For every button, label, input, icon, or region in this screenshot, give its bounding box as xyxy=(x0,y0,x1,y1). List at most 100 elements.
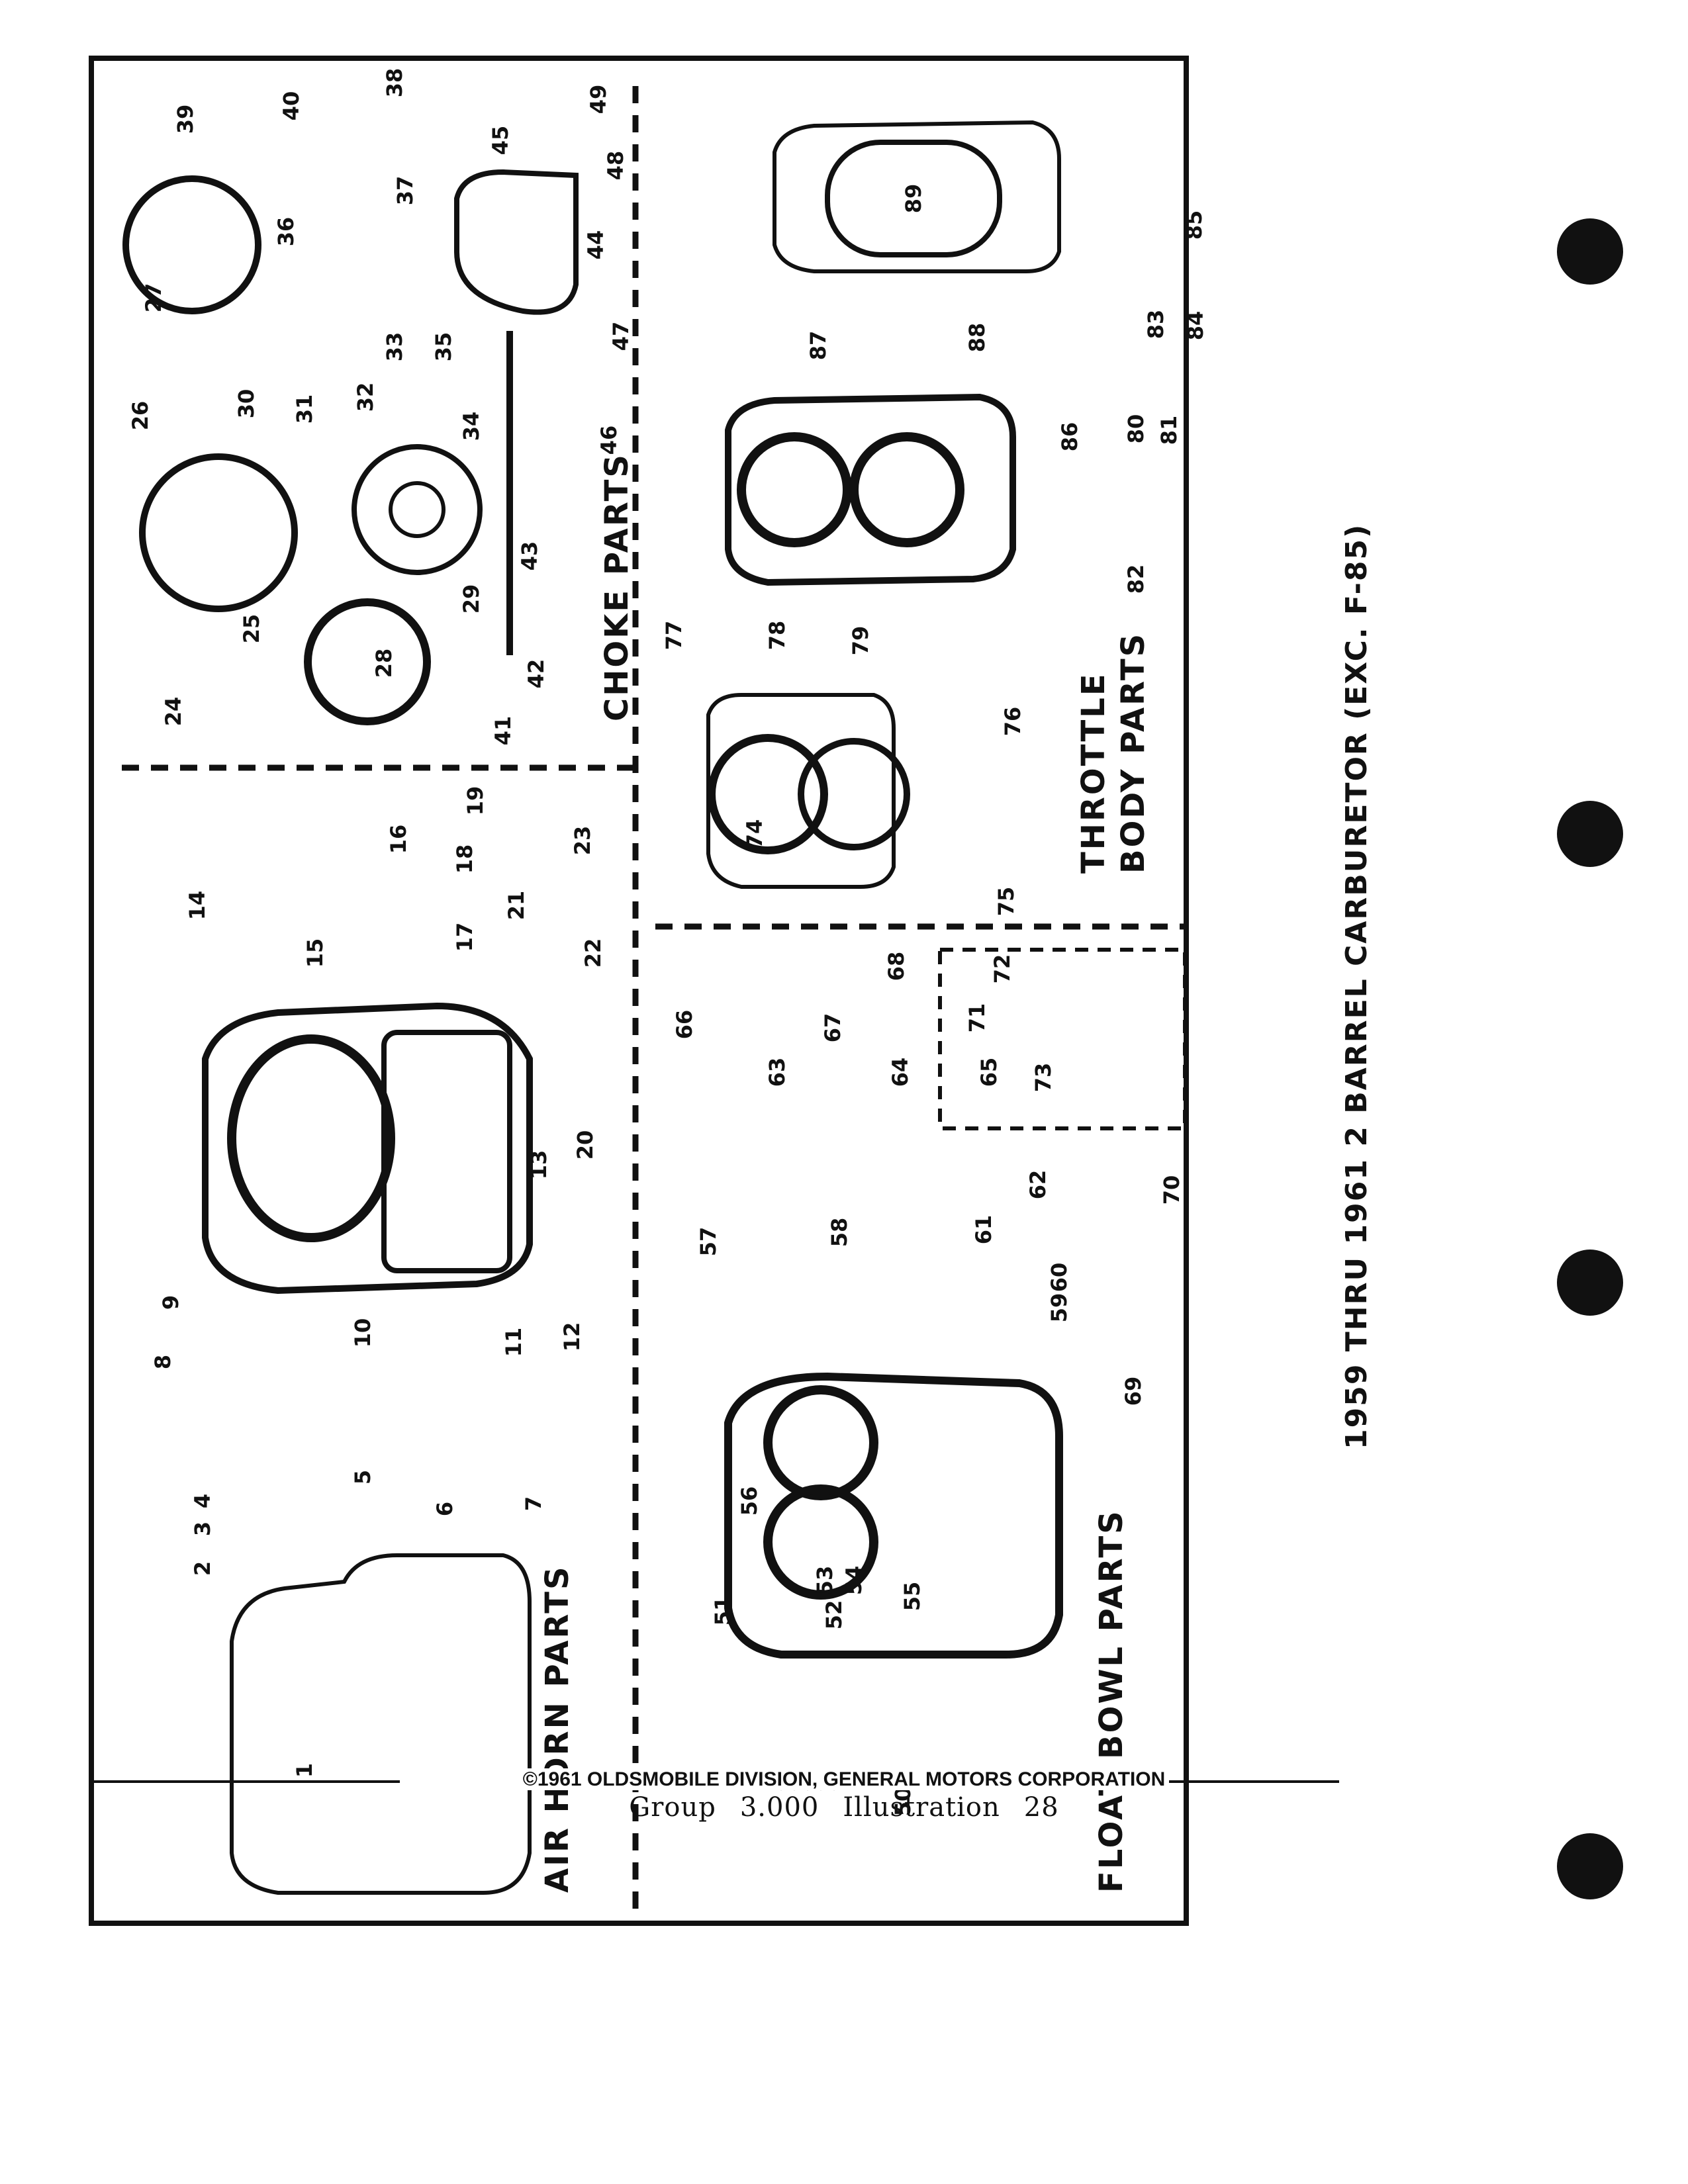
section-air-horn-parts: AIR HORN PARTS xyxy=(539,1565,576,1893)
part-number: 64 xyxy=(888,1057,913,1087)
part-number: 5 xyxy=(350,1469,375,1485)
part-number: 48 xyxy=(603,150,628,181)
part-number: 77 xyxy=(661,620,686,651)
part-number: 23 xyxy=(570,825,595,856)
part-number: 12 xyxy=(559,1322,585,1352)
part-number: 63 xyxy=(765,1057,790,1087)
part-number: 44 xyxy=(583,230,608,260)
part-number: 89 xyxy=(901,183,926,214)
part-number: 80 xyxy=(1123,414,1149,444)
punch-hole xyxy=(1557,1833,1623,1899)
part-number: 53 xyxy=(812,1565,837,1596)
part-number: 52 xyxy=(821,1600,847,1630)
part-number: 67 xyxy=(820,1013,845,1043)
group-number: 3.000 xyxy=(739,1792,820,1823)
part-number: 40 xyxy=(279,91,304,121)
part-number: 66 xyxy=(672,1009,697,1040)
part-number: 79 xyxy=(848,625,873,656)
part-number: 87 xyxy=(806,330,831,361)
part-number: 32 xyxy=(353,382,378,412)
part-number: 24 xyxy=(161,696,186,727)
part-number: 72 xyxy=(990,954,1015,984)
part-number: 30 xyxy=(234,388,259,419)
part-number: 65 xyxy=(976,1057,1002,1087)
part-number: 55 xyxy=(900,1581,925,1612)
part-number: 26 xyxy=(128,400,153,431)
punch-hole xyxy=(1557,1250,1623,1316)
part-number: 28 xyxy=(371,648,397,678)
part-number: 75 xyxy=(994,886,1019,917)
group-label: Group xyxy=(629,1792,716,1823)
part-number: 76 xyxy=(1000,706,1025,737)
part-number: 18 xyxy=(452,844,477,874)
part-number: 47 xyxy=(608,321,633,351)
part-number: 33 xyxy=(382,332,407,362)
part-number: 83 xyxy=(1143,309,1168,340)
part-number: 9 xyxy=(158,1295,183,1310)
section-throttle-line1: THROTTLE xyxy=(1075,672,1112,874)
part-number: 42 xyxy=(524,659,549,689)
part-number: 62 xyxy=(1025,1169,1051,1200)
part-number: 81 xyxy=(1156,415,1182,445)
part-number: 20 xyxy=(573,1130,598,1160)
part-number: 38 xyxy=(382,68,407,98)
part-number: 11 xyxy=(501,1327,526,1357)
part-number: 51 xyxy=(710,1596,735,1626)
part-number: 29 xyxy=(459,584,484,614)
part-number: 54 xyxy=(841,1565,867,1596)
part-number: 39 xyxy=(173,104,198,134)
part-number: 85 xyxy=(1182,210,1207,240)
part-number: 3 xyxy=(190,1521,215,1537)
part-number: 15 xyxy=(303,938,328,968)
part-number: 71 xyxy=(964,1003,990,1033)
air-horn-gasket xyxy=(230,1553,532,1895)
part-number: 14 xyxy=(185,890,210,921)
section-float-bowl-parts: FLOAT BOWL PARTS xyxy=(1093,1509,1130,1893)
part-number: 58 xyxy=(827,1217,852,1248)
part-number: 82 xyxy=(1123,564,1149,594)
part-number: 70 xyxy=(1159,1175,1184,1205)
part-number: 60 xyxy=(1047,1262,1072,1293)
part-number: 36 xyxy=(273,216,299,247)
diagram-title: 1959 THRU 1961 2 BARREL CARBURETOR (EXC.… xyxy=(1340,523,1374,1449)
part-number: 2 xyxy=(190,1561,215,1576)
part-number: 68 xyxy=(884,951,909,981)
part-number: 8 xyxy=(150,1354,175,1370)
inset-box xyxy=(938,948,1187,1130)
part-number: 21 xyxy=(504,890,529,921)
punch-hole xyxy=(1557,218,1623,285)
part-number: 10 xyxy=(350,1318,375,1348)
punch-hole xyxy=(1557,801,1623,867)
part-number: 34 xyxy=(459,411,484,441)
part-number: 13 xyxy=(526,1150,551,1180)
section-choke-parts: CHOKE PARTS xyxy=(598,453,635,721)
part-number: 86 xyxy=(1057,422,1082,452)
part-number: 31 xyxy=(292,394,317,424)
part-number: 45 xyxy=(488,125,513,156)
copyright-text: ©1961 OLDSMOBILE DIVISION, GENERAL MOTOR… xyxy=(518,1768,1170,1790)
part-number: 22 xyxy=(581,938,606,968)
part-number: 35 xyxy=(431,332,456,362)
part-number: 78 xyxy=(765,620,790,651)
part-number: 88 xyxy=(964,322,990,353)
copyright-line: ©1961 OLDSMOBILE DIVISION, GENERAL MOTOR… xyxy=(0,1768,1688,1791)
part-number: 49 xyxy=(586,84,611,114)
part-number: 73 xyxy=(1031,1062,1056,1093)
part-number: 41 xyxy=(491,715,516,746)
part-number: 25 xyxy=(239,614,264,644)
part-number: 16 xyxy=(386,824,411,854)
part-number: 6 xyxy=(432,1501,457,1517)
part-number: 84 xyxy=(1183,310,1208,341)
part-number: 43 xyxy=(517,541,542,571)
illustration-label: Illustration xyxy=(843,1792,1000,1823)
part-number: 46 xyxy=(596,425,622,455)
part-number: 4 xyxy=(190,1493,215,1509)
diagram-frame xyxy=(89,56,1189,1926)
part-number: 69 xyxy=(1121,1376,1146,1406)
part-number: 59 xyxy=(1047,1293,1072,1323)
part-number: 74 xyxy=(742,819,767,849)
part-number: 19 xyxy=(463,786,488,816)
part-number: 61 xyxy=(971,1214,996,1245)
